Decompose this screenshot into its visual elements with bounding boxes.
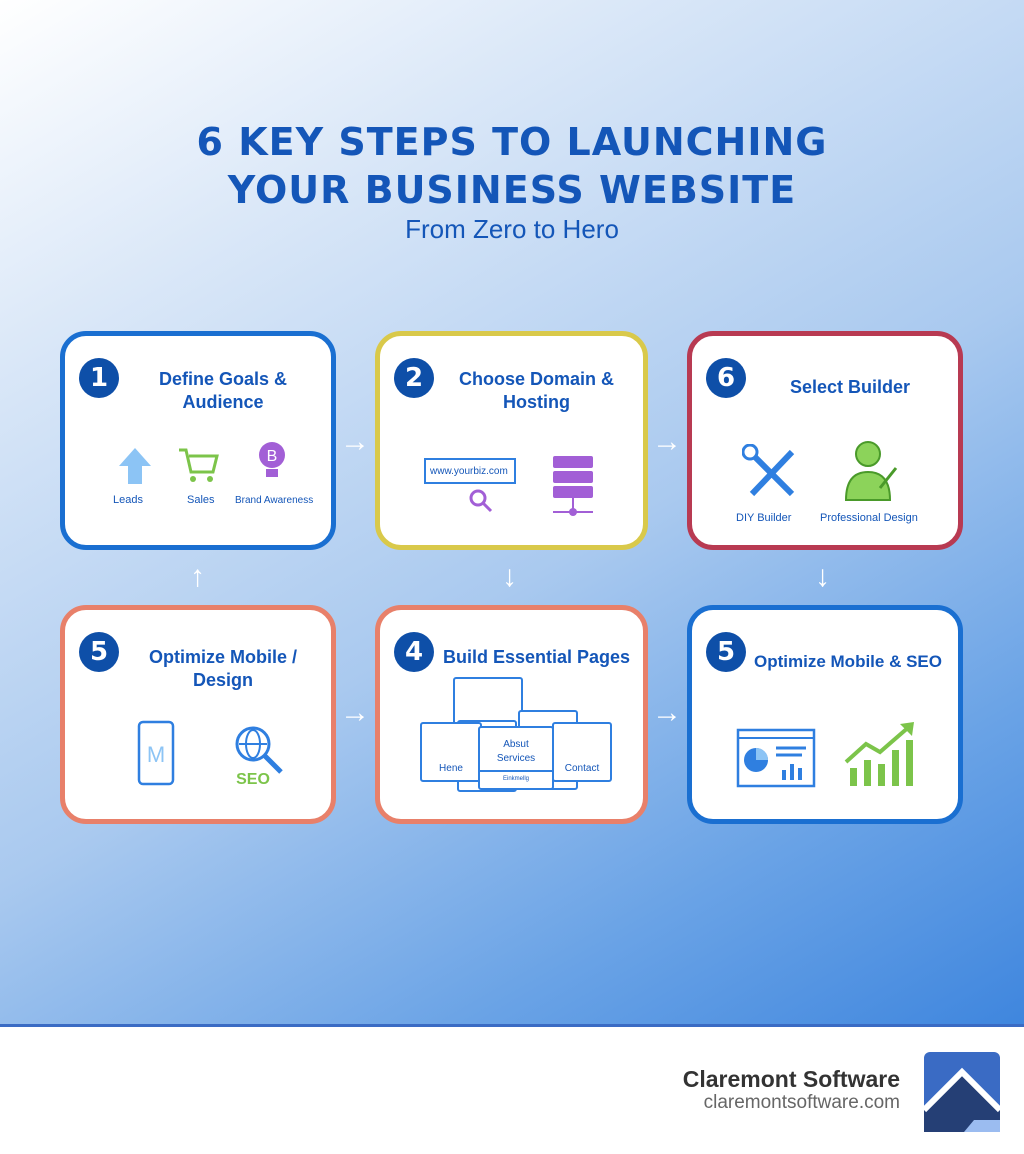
footer-divider [0,1024,1024,1027]
step-title: Optimize Mobile & SEO [754,652,942,671]
step-title: Choose Domain & Hosting [458,369,614,412]
growth-chart-icon [844,722,914,786]
step-card-define-goals: 1 Define Goals & Audience B Leads Sales … [60,331,336,550]
arrow-right-icon: → [652,696,682,729]
step-card-build-pages: 4 Build Essential Pages Hene Contact Abs… [375,605,648,824]
svg-text:SEO: SEO [236,771,270,788]
step-card-domain-hosting: 2 Choose Domain & Hosting www.yourbiz.co… [375,331,648,550]
analytics-dashboard-icon [736,728,816,788]
arrow-up-icon: ↑ [190,560,205,593]
arrow-up-icon [119,448,151,484]
seo-search-icon: SEO [235,726,283,788]
step-card-optimize-mobile-design: 5 Optimize Mobile / Design M SEO [60,605,336,824]
step-number: 6 [706,358,746,398]
step-number: 5 [706,632,746,672]
label-diy-builder: DIY Builder [736,512,792,524]
step-title: Select Builder [789,377,911,397]
step-number: 1 [79,358,119,398]
claremont-logo-icon [924,1052,1000,1132]
arrow-right-icon: → [340,425,370,458]
mobile-icon: M [137,720,175,786]
svg-text:B: B [267,448,278,465]
server-icon [553,456,593,516]
tools-icon [742,444,795,497]
label-brand-awareness: Brand Awareness [235,495,314,506]
lightbulb-icon: B [259,442,285,477]
step-title: Optimize Mobile / Design [148,647,297,690]
step-title: Define Goals & Audience [158,369,288,412]
page-contact: Contact [552,722,612,782]
step-number: 5 [79,632,119,672]
cart-icon [179,448,219,482]
designer-icon [844,441,898,501]
brand-url[interactable]: claremontsoftware.com [703,1092,900,1113]
search-icon [469,489,493,513]
label-professional-design: Professional Design [820,512,918,524]
step-number: 2 [394,358,434,398]
arrow-right-icon: → [652,425,682,458]
step-card-optimize-mobile-seo: 5 Optimize Mobile & SEO [687,605,963,824]
step-title: Build Essential Pages [442,647,631,667]
brand-name: Claremont Software [682,1066,900,1092]
label-leads: Leads [113,494,143,506]
subtitle: From Zero to Hero [405,214,619,244]
arrow-down-icon: ↓ [815,560,830,593]
arrow-down-icon: ↓ [502,560,517,593]
arrow-right-icon: → [340,696,370,729]
label-sales: Sales [187,494,215,506]
domain-bar: www.yourbiz.com [424,458,516,484]
page-home: Hene [420,722,482,782]
step-card-select-builder: 6 Select Builder DIY Builder Professiona… [687,331,963,550]
svg-text:M: M [147,742,165,767]
step-number: 4 [394,632,434,672]
